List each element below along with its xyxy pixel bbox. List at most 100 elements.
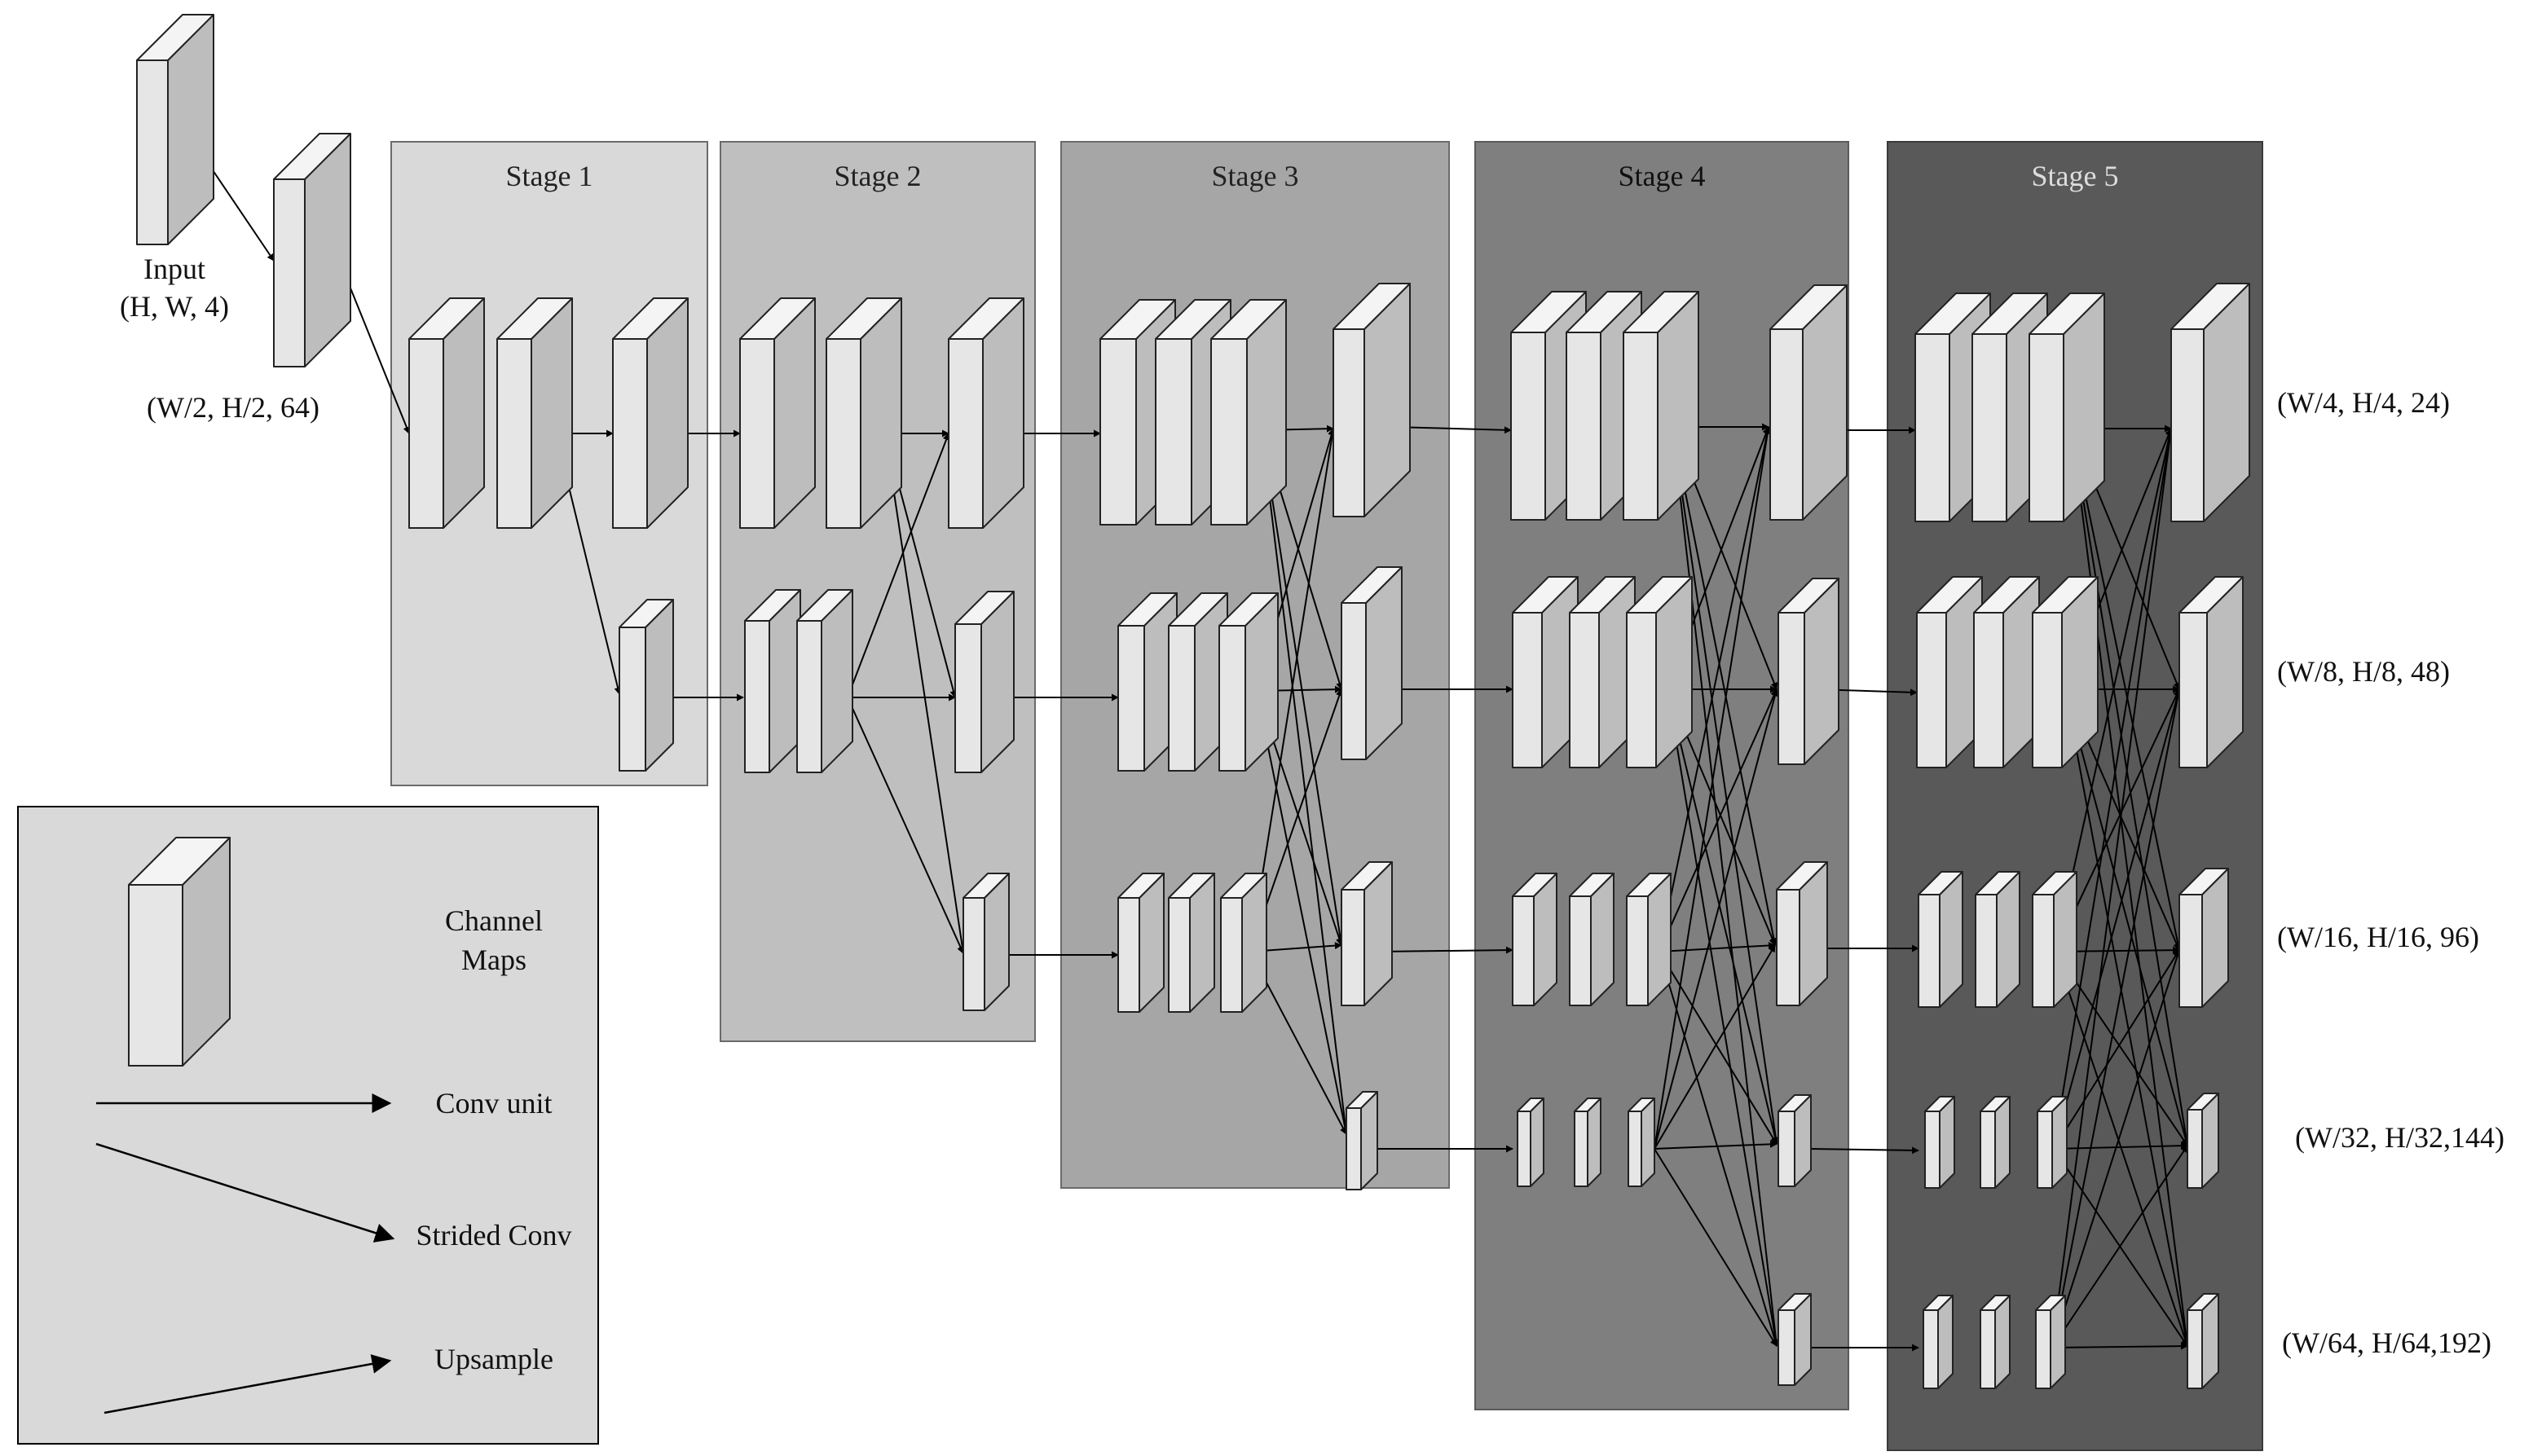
s5-b4-block-2 [1980, 1096, 2011, 1189]
s5-fuse-3-0 [2053, 428, 2174, 1150]
s4-out-b3 [1776, 861, 1828, 1006]
s4-fuse-1-4 [1667, 688, 1780, 1347]
s4-b2-block-2 [1569, 576, 1636, 768]
s4-b3-block-3 [1626, 873, 1672, 1006]
legend-channel-map-icon [128, 837, 231, 1067]
input-dims: (H, W, 4) [120, 290, 229, 323]
branch-5-dims: (W/64, H/64,192) [2282, 1326, 2491, 1359]
s4-fuse-1-3 [1667, 688, 1779, 1145]
legend-panel [17, 806, 599, 1445]
channel-map-blocks [136, 14, 2250, 1389]
s5-b3-block-3 [2032, 871, 2077, 1008]
s2-b2-block-2 [796, 589, 853, 773]
s3-b3-block-3 [1220, 873, 1267, 1013]
s5-out-b2 [2178, 576, 2244, 768]
stage-5-title: Stage 5 [2032, 160, 2119, 192]
input-channel-map [136, 14, 214, 245]
s2-b2-block-1 [744, 589, 801, 773]
s3-b1-block-3 [1210, 299, 1287, 526]
s5-b5-block-1 [1923, 1295, 1954, 1389]
branch-2-dims: (W/8, H/8, 48) [2277, 655, 2450, 688]
legend-conv-unit-label: Conv unit [435, 1087, 552, 1119]
branch-1-dims: (W/4, H/4, 24) [2277, 386, 2450, 419]
connection-arrows [185, 130, 2191, 1352]
legend-channel-maps-line1: Channel [445, 904, 543, 937]
s4-fuse-3-0 [1654, 426, 1772, 1150]
stage-1-title: Stage 1 [506, 160, 593, 192]
s4-fuse-0-3 [1672, 426, 1780, 1145]
s3-fuse-0-3 [1261, 429, 1350, 1135]
s5-b5-block-2 [1980, 1295, 2011, 1389]
s4-out-b1 [1769, 284, 1848, 521]
s3-fuse-0-2 [1261, 429, 1345, 946]
s4-b4-block-2 [1574, 1097, 1601, 1187]
s5-out-b3 [2178, 868, 2229, 1008]
s3-fuse-2-0 [1249, 428, 1337, 952]
s5-b5-block-3 [2035, 1295, 2066, 1389]
s4-fuse-3-3 [1654, 1140, 1778, 1150]
s4-fuse-2-1 [1659, 688, 1778, 952]
s2-b2-block-3 [954, 591, 1015, 773]
s3-fuse-1-3 [1256, 690, 1349, 1135]
s4-b1-block-3 [1623, 291, 1699, 521]
s5-out-b4 [2187, 1093, 2219, 1189]
s5-b2-block-2 [1973, 576, 2040, 768]
s5-fuse-3-1 [2053, 688, 2182, 1150]
s4-b2-block-3 [1626, 576, 1693, 768]
s5-fuse-3-4 [2053, 1148, 2188, 1347]
s5-fuse-4-1 [2051, 688, 2182, 1348]
s4-fuse-3-4 [1654, 1148, 1778, 1347]
s4-out-b4 [1778, 1094, 1812, 1187]
s4-out-b5 [1778, 1293, 1812, 1386]
stage-titles: Stage 1 Stage 2 Stage 3 Stage 4 Stage 5 [506, 160, 2119, 192]
stem-channel-map [273, 133, 351, 367]
legend-strided-conv-arrow [95, 1142, 395, 1243]
s5-fuse-4-0 [2051, 428, 2174, 1348]
s4-b4-block-3 [1628, 1097, 1655, 1187]
s4-fuse-0-2 [1672, 426, 1778, 946]
s3-out-b1 [1333, 283, 1411, 517]
s5-fuse-0-3 [2071, 428, 2191, 1146]
s5-b4-block-3 [2037, 1096, 2068, 1189]
s3-b3-block-2 [1168, 873, 1215, 1013]
s5-out-b5 [2187, 1293, 2219, 1389]
s2-b1-b3 [884, 433, 967, 954]
s5-fuse-3-3 [2053, 1141, 2188, 1150]
s2-b3-block-1 [963, 873, 1010, 1011]
s1-b1-block-1 [408, 297, 485, 529]
s5-b3-block-2 [1975, 871, 2020, 1008]
s5-b1-block-3 [2029, 293, 2105, 522]
s2-b1-block-3 [948, 297, 1024, 529]
s4-fuse-3-1 [1654, 688, 1779, 1150]
s3-to-s4-b1-arrow [1393, 426, 1512, 434]
legend-upsample-arrow [104, 1354, 392, 1414]
s3-out-b2 [1341, 566, 1403, 760]
s2-b2-b1 [847, 433, 950, 698]
s5-b3-block-1 [1918, 871, 1963, 1008]
s2-b1-block-1 [739, 297, 816, 529]
s2-b2-b3 [847, 697, 964, 954]
s3-b3-block-1 [1117, 873, 1165, 1013]
s3-to-s4-b3-arrow [1377, 946, 1513, 954]
s4-b2-block-1 [1512, 576, 1579, 768]
s1-b2-block-1 [619, 599, 674, 772]
legend: Channel Maps Conv unit Strided Conv Upsa… [17, 806, 599, 1445]
stage-3-title: Stage 3 [1212, 160, 1299, 192]
s4-b3-block-1 [1512, 873, 1557, 1006]
s5-b2-block-3 [2032, 576, 2099, 768]
s1-b1-block-3 [612, 297, 689, 529]
s4-fuse-2-3 [1659, 951, 1778, 1145]
s4-fuse-3-2 [1654, 944, 1776, 1150]
stage-2-title: Stage 2 [835, 160, 922, 192]
s3-out-b3 [1341, 861, 1393, 1006]
s5-b4-block-1 [1924, 1096, 1955, 1189]
s4-to-s5-b4-arrow [1808, 1146, 1919, 1155]
legend-strided-conv-label: Strided Conv [416, 1219, 571, 1251]
s5-fuse-4-2 [2051, 949, 2181, 1348]
s4-b3-block-2 [1569, 873, 1615, 1006]
legend-channel-maps-line2: Maps [461, 944, 526, 976]
s4-out-b2 [1778, 578, 1839, 765]
s4-fuse-2-0 [1659, 426, 1771, 952]
legend-channel-map-shape [128, 837, 231, 1067]
